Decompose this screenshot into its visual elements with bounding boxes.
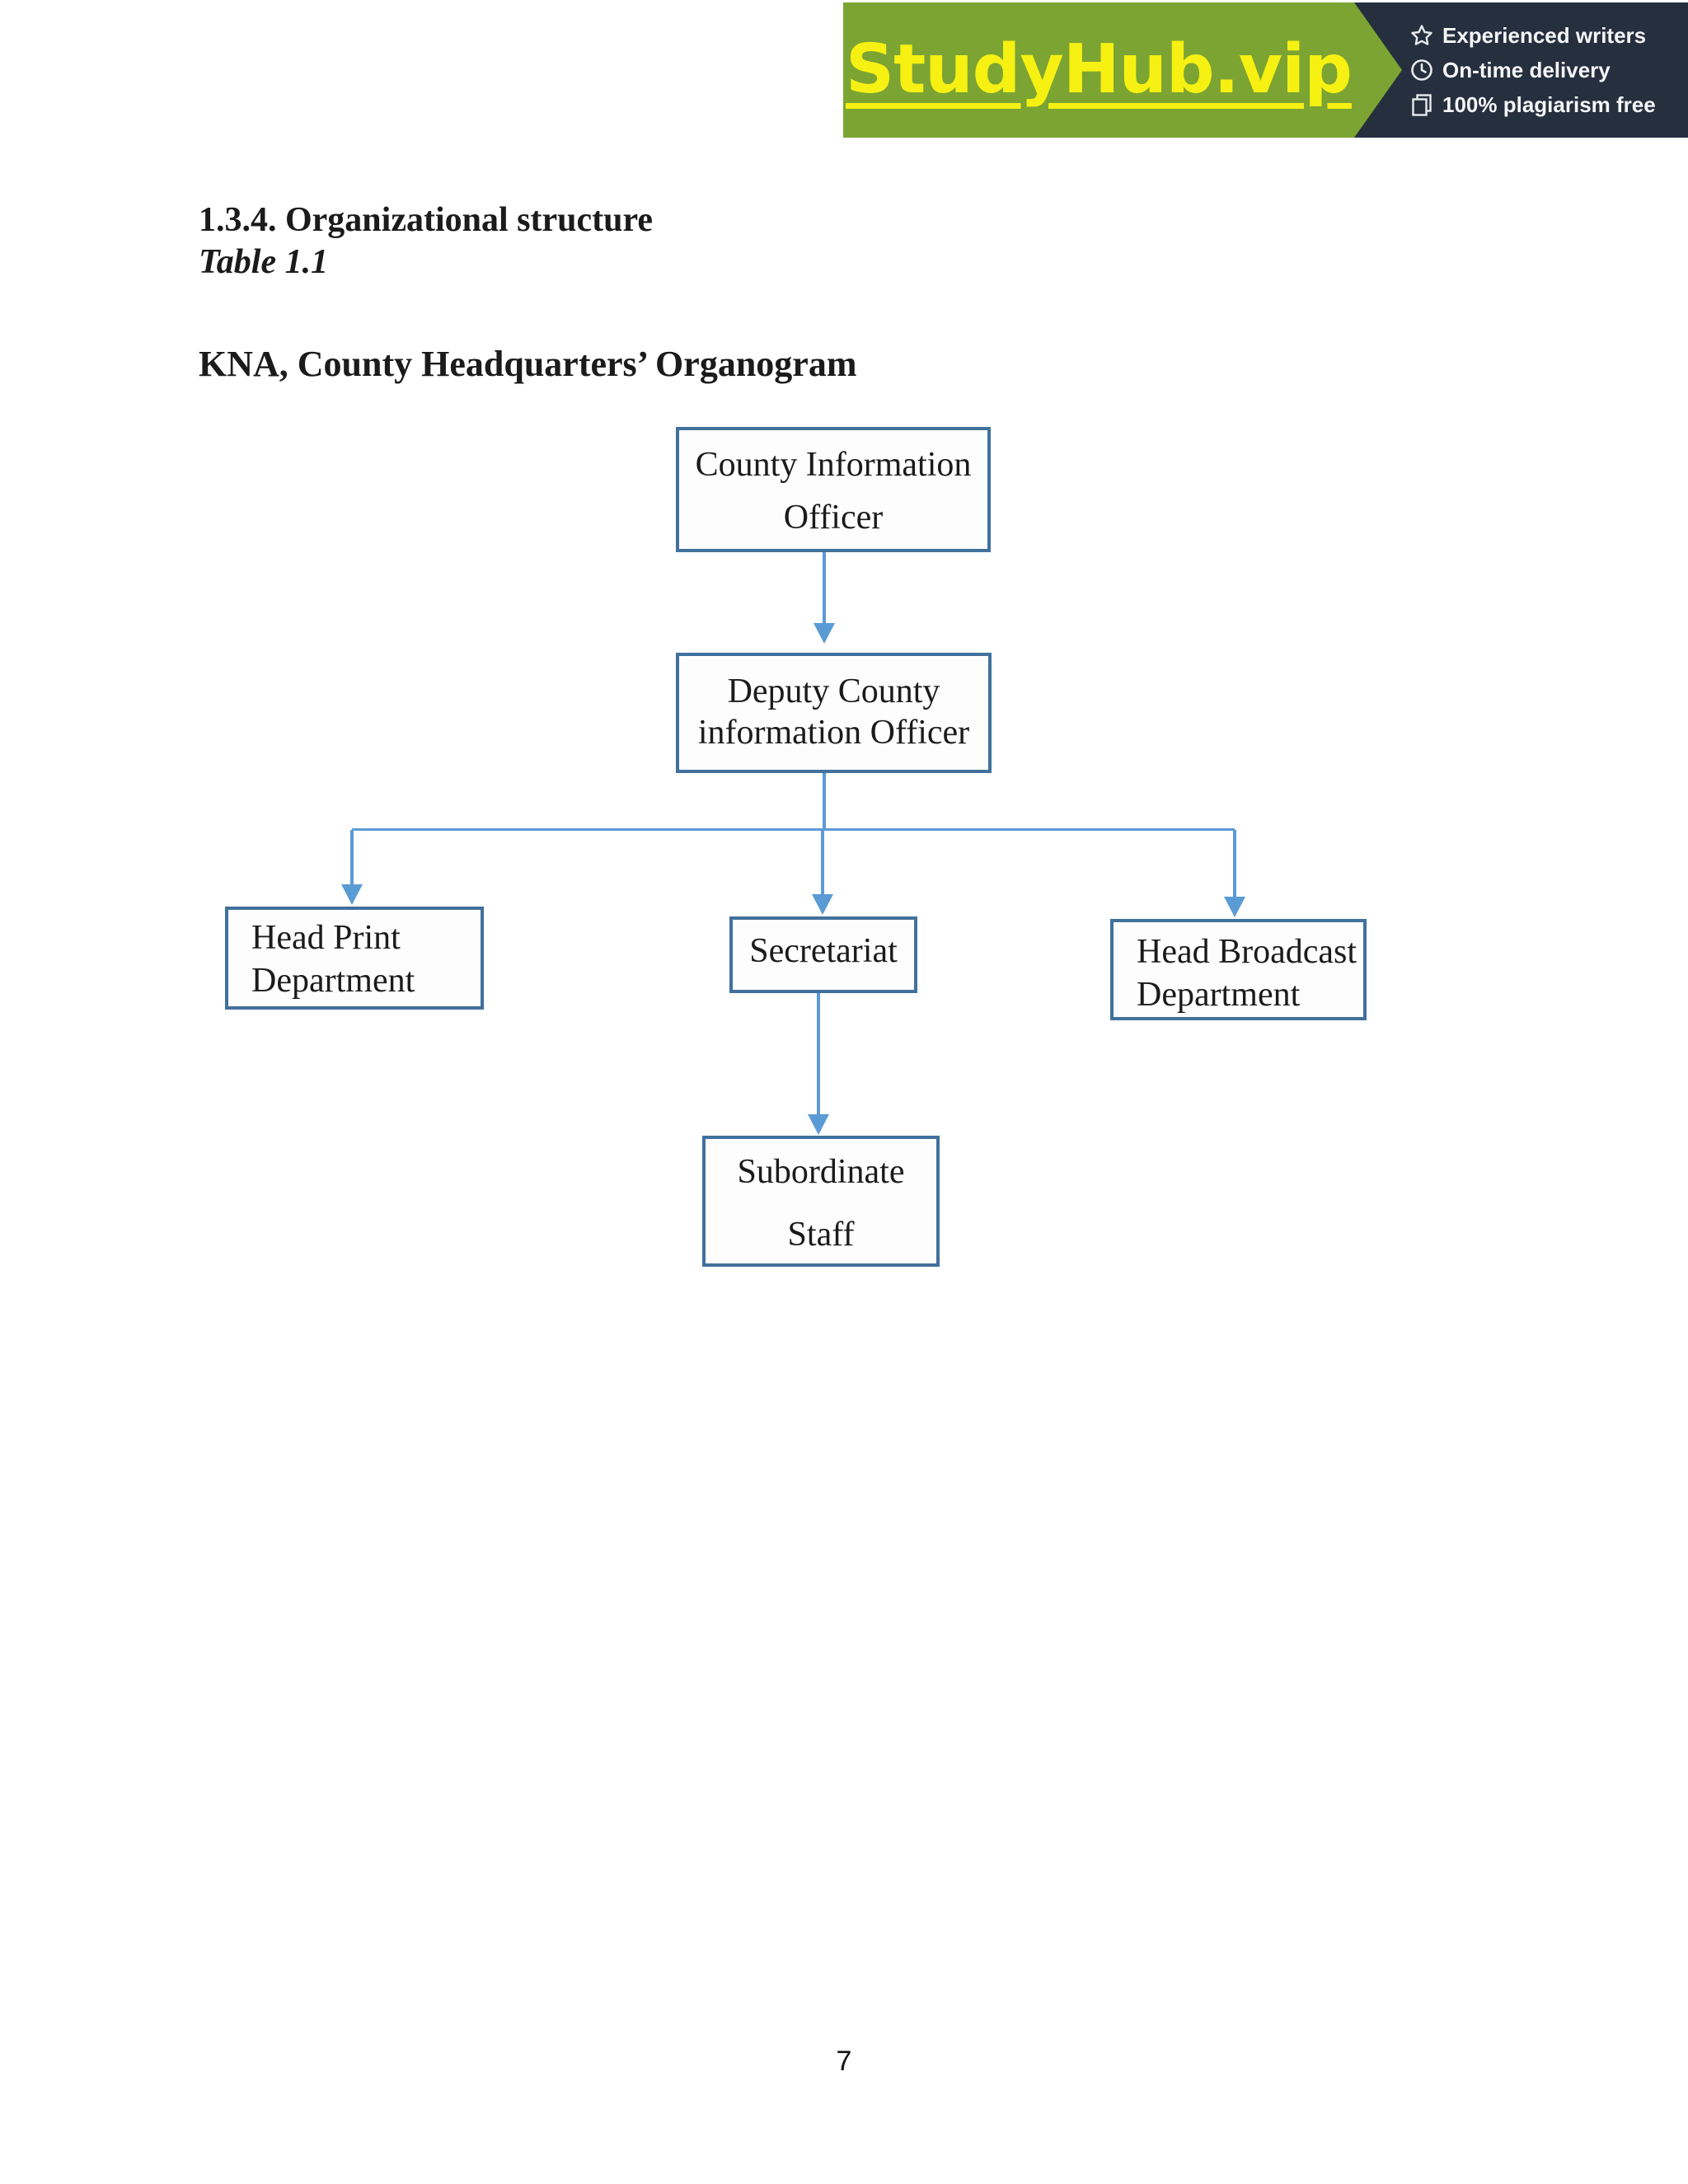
connector-to-head-print-arrowhead — [341, 884, 363, 905]
org-node-label-line: Subordinate — [737, 1153, 905, 1191]
banner-feature: Experienced writers — [1409, 23, 1688, 48]
org-node-label-line: Head Broadcast — [1137, 933, 1357, 971]
promo-banner: StudyHub.vip Experienced writers On-time… — [843, 2, 1688, 138]
connector-secretariat-to-subordinate-line — [817, 993, 820, 1114]
org-node-label-line: Deputy County — [727, 673, 940, 710]
diagram-title: KNA, County Headquarters’ Organogram — [199, 344, 857, 384]
clock-icon — [1411, 59, 1432, 81]
org-node-secretariat: Secretariat — [729, 916, 917, 993]
connector-to-secretariat-line — [821, 830, 824, 894]
org-node-county-information-officer: County Information Officer — [676, 427, 991, 552]
connector-branch-horizontal-line — [352, 828, 1235, 831]
connector-to-head-print-line — [350, 830, 354, 884]
org-node-deputy-county-information-officer: Deputy County information Officer — [676, 653, 992, 773]
banner-feature: 100% plagiarism free — [1409, 92, 1688, 117]
org-node-label-line: Head Print — [251, 919, 401, 957]
org-node-label-line: Staff — [787, 1216, 855, 1254]
org-node-subordinate-staff: Subordinate Staff — [702, 1136, 940, 1267]
banner-feature-label: Experienced writers — [1442, 22, 1647, 48]
connector-secretariat-to-subordinate-arrowhead — [808, 1114, 829, 1135]
connector-county-to-deputy-line — [823, 552, 826, 623]
connector-to-secretariat-arrowhead — [812, 894, 833, 915]
connector-to-head-broadcast-line — [1233, 830, 1236, 897]
banner-feature: On-time delivery — [1409, 58, 1688, 82]
banner-logo-panel: StudyHub.vip — [843, 2, 1354, 138]
org-node-label-line: Officer — [783, 499, 884, 537]
section-heading: 1.3.4. Organizational structure — [199, 201, 654, 239]
org-node-label-line: County Information — [695, 446, 972, 484]
org-node-label-line: Department — [251, 962, 415, 1000]
page-number: 7 — [836, 2046, 852, 2077]
banner-feature-label: 100% plagiarism free — [1442, 91, 1656, 117]
star-icon — [1411, 25, 1432, 45]
org-node-label-line: information Officer — [697, 714, 970, 752]
connector-to-head-broadcast-arrowhead — [1224, 897, 1245, 917]
banner-chevron — [1354, 2, 1402, 138]
org-node-label-line: Secretariat — [749, 932, 898, 970]
connector-deputy-stem-line — [823, 773, 826, 831]
org-node-label-line: Department — [1137, 976, 1301, 1014]
banner-feature-label: On-time delivery — [1442, 57, 1611, 82]
connector-county-to-deputy-arrowhead — [814, 623, 835, 644]
table-caption: Table 1.1 — [199, 243, 329, 281]
copy-icon — [1412, 94, 1432, 116]
banner-features-panel: Experienced writers On-time delivery 100… — [1354, 2, 1688, 138]
org-node-head-broadcast-department: Head Broadcast Department — [1110, 919, 1367, 1020]
org-node-head-print-department: Head Print Department — [225, 907, 484, 1010]
studyhub-logo: StudyHub.vip — [846, 30, 1353, 109]
